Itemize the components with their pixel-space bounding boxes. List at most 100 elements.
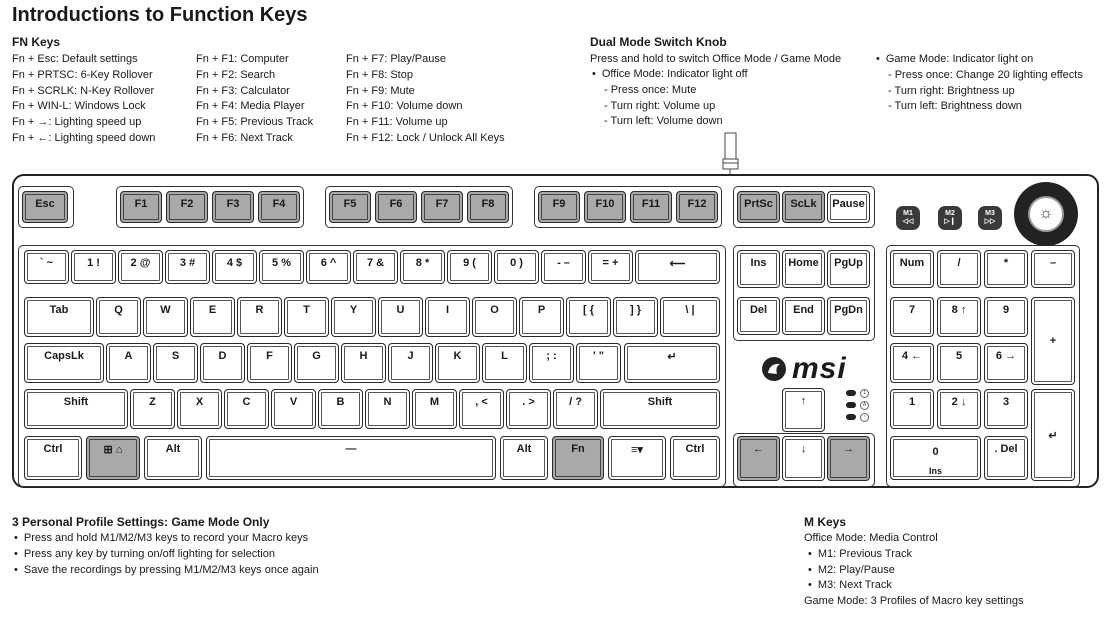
key-row4[interactable]: N (365, 389, 410, 429)
key-row4[interactable]: X (177, 389, 222, 429)
key-row2[interactable]: T (284, 297, 329, 337)
key-row1[interactable]: 4 $ (212, 250, 257, 284)
key-row1[interactable]: 5 % (259, 250, 304, 284)
key-row1[interactable]: 3 # (165, 250, 210, 284)
key-row4[interactable]: B (318, 389, 363, 429)
key-f5[interactable]: F5 (329, 191, 371, 223)
key-arrow-right[interactable]: → (827, 436, 870, 481)
key-numpad-r4[interactable]: 1 (890, 389, 934, 429)
key-row2[interactable]: U (378, 297, 423, 337)
key-backspace[interactable]: ⟵ (635, 250, 720, 284)
key-f8[interactable]: F8 (467, 191, 509, 223)
key-row2[interactable]: P (519, 297, 564, 337)
key-numpad-num[interactable]: Num (890, 250, 934, 288)
key-numpad-r2[interactable]: 7 (890, 297, 934, 337)
key-numpad-r4[interactable]: 3 (984, 389, 1028, 429)
key-numpad-enter[interactable]: ↵ (1031, 389, 1075, 481)
key-row1[interactable]: 0 ) (494, 250, 539, 284)
key-row4[interactable]: , < (459, 389, 504, 429)
key-row3[interactable]: S (153, 343, 198, 383)
key-row3[interactable]: J (388, 343, 433, 383)
key-f7[interactable]: F7 (421, 191, 463, 223)
key-left-ctrl[interactable]: Ctrl (24, 436, 82, 480)
key-row1[interactable]: 8 * (400, 250, 445, 284)
key-numpad-divide[interactable]: / (937, 250, 981, 288)
key-left-shift[interactable]: Shift (24, 389, 128, 429)
key-row4[interactable]: . > (506, 389, 551, 429)
key-row1[interactable]: - – (541, 250, 586, 284)
key-fn[interactable]: Fn (552, 436, 604, 480)
key-enter[interactable]: ↵ (624, 343, 720, 383)
key-row3[interactable]: A (106, 343, 151, 383)
key-del[interactable]: Del (737, 297, 780, 335)
key-row3[interactable]: D (200, 343, 245, 383)
key-row1[interactable]: = + (588, 250, 633, 284)
key-menu[interactable]: ≡▾ (608, 436, 666, 480)
key-row3[interactable]: K (435, 343, 480, 383)
key-row2[interactable]: ] } (613, 297, 658, 337)
key-row1[interactable]: 6 ^ (306, 250, 351, 284)
key-arrow-up[interactable]: ↑ (782, 388, 825, 432)
dual-mode-knob[interactable]: ☼ (1014, 182, 1078, 246)
key-sclk[interactable]: ScLk (782, 191, 825, 223)
key-row4[interactable]: V (271, 389, 316, 429)
key-numpad-r2[interactable]: 9 (984, 297, 1028, 337)
key-row2[interactable]: E (190, 297, 235, 337)
key-row2[interactable]: W (143, 297, 188, 337)
key-prtsc[interactable]: PrtSc (737, 191, 780, 223)
key-home[interactable]: Home (782, 250, 825, 288)
key-row2[interactable]: Q (96, 297, 141, 337)
key-row3[interactable]: H (341, 343, 386, 383)
key-row2[interactable]: O (472, 297, 517, 337)
key-arrow-left[interactable]: ← (737, 436, 780, 481)
key-numpad-del[interactable]: . Del (984, 436, 1028, 480)
key-row2[interactable]: R (237, 297, 282, 337)
key-f9[interactable]: F9 (538, 191, 580, 223)
m3-button[interactable]: M3 ▷▷ (978, 206, 1002, 230)
key-row3[interactable]: G (294, 343, 339, 383)
key-row3[interactable]: F (247, 343, 292, 383)
key-capslock[interactable]: CapsLk (24, 343, 104, 383)
key-win-lock[interactable]: ⊞ ⌂ (86, 436, 140, 480)
key-tab[interactable]: Tab (24, 297, 94, 337)
key-right-ctrl[interactable]: Ctrl (670, 436, 720, 480)
key-row3[interactable]: ' " (576, 343, 621, 383)
key-row1[interactable]: 1 ! (71, 250, 116, 284)
key-row4[interactable]: / ? (553, 389, 598, 429)
key-f6[interactable]: F6 (375, 191, 417, 223)
key-numpad-r3[interactable]: 6 → (984, 343, 1028, 383)
key-esc[interactable]: Esc (22, 191, 68, 223)
m2-button[interactable]: M2 ▷❙ (938, 206, 962, 230)
key-numpad-plus[interactable]: + (1031, 297, 1075, 385)
key-numpad-r4[interactable]: 2 ↓ (937, 389, 981, 429)
key-row4[interactable]: Z (130, 389, 175, 429)
key-end[interactable]: End (782, 297, 825, 335)
key-f10[interactable]: F10 (584, 191, 626, 223)
key-left-alt[interactable]: Alt (144, 436, 202, 480)
key-pgup[interactable]: PgUp (827, 250, 870, 288)
key-row4[interactable]: C (224, 389, 269, 429)
key-row2[interactable]: Y (331, 297, 376, 337)
key-row2[interactable]: I (425, 297, 470, 337)
key-right-shift[interactable]: Shift (600, 389, 720, 429)
key-ins[interactable]: Ins (737, 250, 780, 288)
key-row1[interactable]: ` ~ (24, 250, 69, 284)
key-row4[interactable]: M (412, 389, 457, 429)
key-backslash[interactable]: \ | (660, 297, 720, 337)
key-f4[interactable]: F4 (258, 191, 300, 223)
key-numpad-multiply[interactable]: * (984, 250, 1028, 288)
key-row1[interactable]: 2 @ (118, 250, 163, 284)
key-f1[interactable]: F1 (120, 191, 162, 223)
key-f3[interactable]: F3 (212, 191, 254, 223)
key-numpad-r3[interactable]: 4 ← (890, 343, 934, 383)
key-row3[interactable]: L (482, 343, 527, 383)
key-row2[interactable]: [ { (566, 297, 611, 337)
key-numpad-r3[interactable]: 5 (937, 343, 981, 383)
key-row3[interactable]: ; : (529, 343, 574, 383)
m1-button[interactable]: M1 ◁◁ (896, 206, 920, 230)
key-numpad-minus[interactable]: – (1031, 250, 1075, 288)
key-right-alt[interactable]: Alt (500, 436, 548, 480)
key-pause[interactable]: Pause (827, 191, 870, 223)
key-f2[interactable]: F2 (166, 191, 208, 223)
